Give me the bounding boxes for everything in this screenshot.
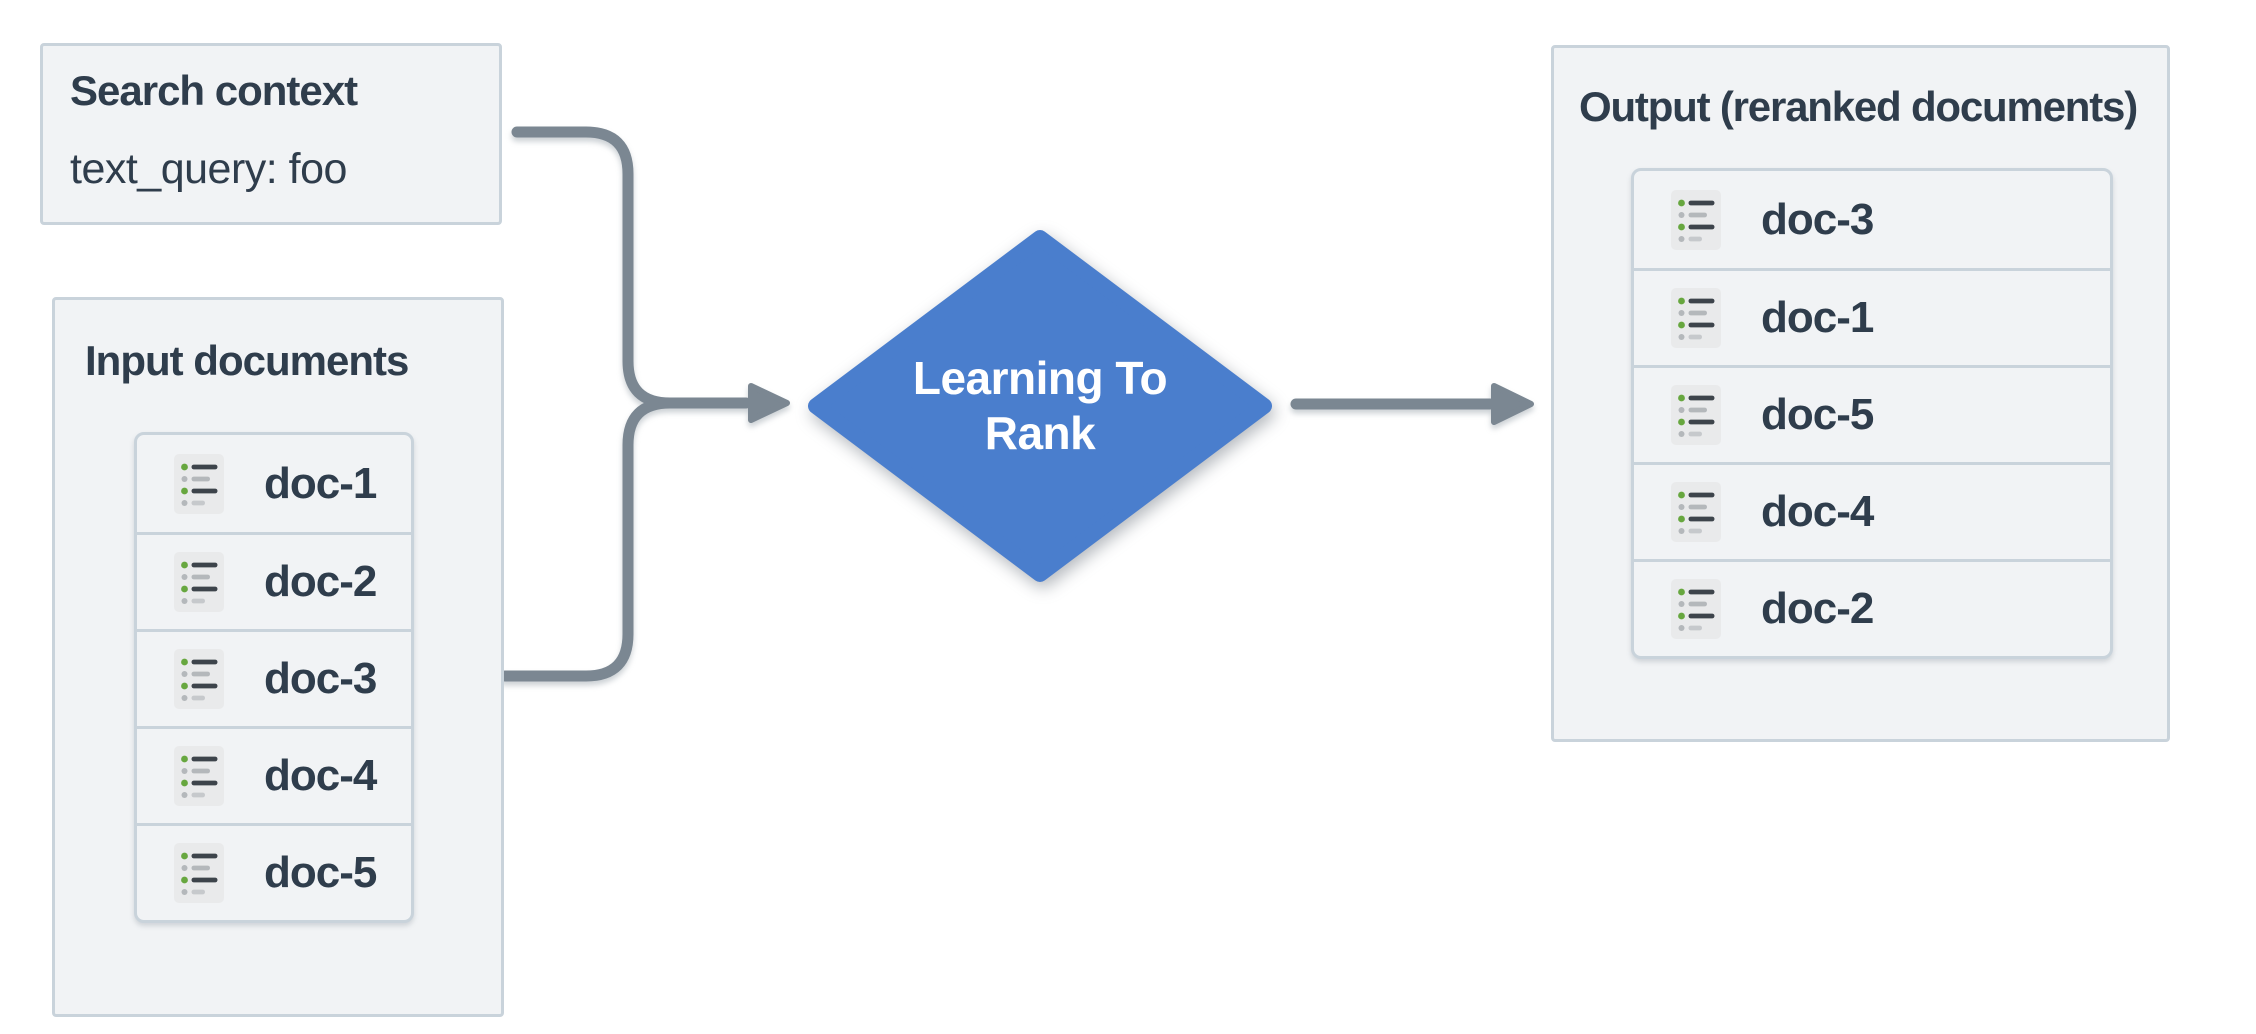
diamond-label-line1: Learning To bbox=[912, 352, 1168, 404]
document-row: doc-1 bbox=[137, 435, 411, 532]
output-reranked-documents-box: Output (reranked documents) bbox=[1551, 45, 2170, 742]
output-arrow-head bbox=[1491, 383, 1534, 425]
doc-list-icon bbox=[1671, 482, 1721, 542]
document-row: doc-2 bbox=[1634, 559, 2110, 656]
doc-list-icon bbox=[174, 453, 224, 514]
doc-list-icon bbox=[174, 552, 224, 612]
document-label: doc-2 bbox=[264, 557, 377, 606]
document-row: doc-5 bbox=[1634, 365, 2110, 462]
document-label: doc-3 bbox=[264, 654, 377, 703]
search-context-query-value: text_query: foo bbox=[70, 145, 347, 193]
document-row: doc-4 bbox=[137, 726, 411, 823]
search-context-connector-line bbox=[511, 126, 676, 409]
output-title: Output (reranked documents) bbox=[1579, 83, 2138, 130]
document-row: doc-1 bbox=[1634, 268, 2110, 365]
output-documents-list: doc-3 bbox=[1631, 168, 2113, 659]
diamond-label-line2: Rank bbox=[984, 407, 1096, 459]
input-documents-connector-line bbox=[499, 397, 676, 682]
search-context-title: Search context bbox=[70, 67, 358, 114]
input-documents-title: Input documents bbox=[85, 337, 409, 384]
document-label: doc-5 bbox=[1761, 390, 1874, 439]
doc-list-icon bbox=[1671, 385, 1721, 445]
doc-list-icon bbox=[174, 649, 224, 709]
document-label: doc-4 bbox=[1761, 487, 1874, 536]
document-row: doc-5 bbox=[137, 823, 411, 920]
search-context-box: Search context text_query: foo bbox=[40, 43, 502, 225]
document-row: doc-4 bbox=[1634, 462, 2110, 559]
doc-list-icon bbox=[1671, 579, 1721, 639]
doc-list-icon bbox=[1671, 189, 1721, 250]
doc-list-icon bbox=[1671, 288, 1721, 348]
learning-to-rank-node-label: Learning To Rank bbox=[870, 322, 1210, 490]
merge-arrow-head bbox=[748, 383, 790, 423]
document-label: doc-4 bbox=[264, 751, 377, 800]
document-row: doc-3 bbox=[137, 629, 411, 726]
document-label: doc-1 bbox=[264, 458, 377, 508]
doc-list-icon bbox=[174, 843, 224, 903]
document-label: doc-5 bbox=[264, 848, 377, 897]
input-documents-list: doc-1 bbox=[134, 432, 414, 923]
input-documents-box: Input documents bbox=[52, 297, 504, 1017]
document-row: doc-3 bbox=[1634, 171, 2110, 268]
document-label: doc-2 bbox=[1761, 584, 1874, 633]
document-label: doc-3 bbox=[1761, 194, 1874, 244]
document-row: doc-2 bbox=[137, 532, 411, 629]
doc-list-icon bbox=[174, 746, 224, 806]
document-label: doc-1 bbox=[1761, 293, 1874, 342]
